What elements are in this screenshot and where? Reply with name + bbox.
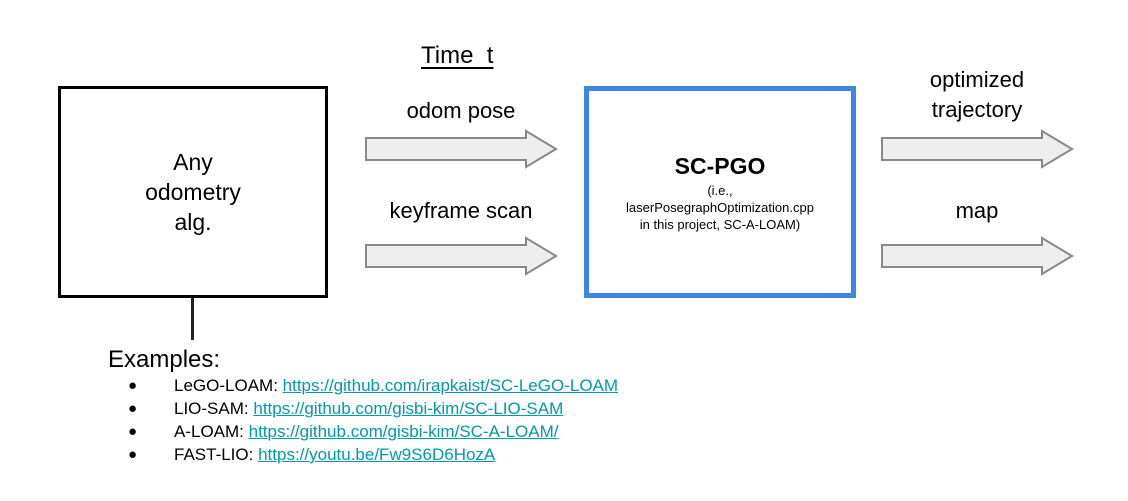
arrow-keyframe-scan — [365, 236, 558, 276]
examples-heading: Examples: — [108, 346, 221, 373]
arrow-label-keyframe-scan: keyframe scan — [389, 198, 533, 223]
bullet-icon: ● — [128, 377, 138, 394]
example-link[interactable]: https://github.com/gisbi-kim/SC-A-LOAM/ — [248, 422, 559, 441]
arrow-odom-pose — [365, 129, 558, 169]
list-item: ● LIO-SAM: https://github.com/gisbi-kim/S… — [128, 397, 618, 420]
arrow-map — [881, 236, 1074, 276]
list-item: ● A-LOAM: https://github.com/gisbi-kim/SC… — [128, 420, 618, 443]
example-link[interactable]: https://youtu.be/Fw9S6D6HozA — [258, 445, 496, 464]
connector-line — [191, 298, 194, 340]
arrow-group-optimized-trajectory: optimized trajectory — [880, 65, 1074, 169]
sc-pgo-box: SC-PGO (i.e., laserPosegraphOptimization… — [584, 86, 856, 298]
example-label: LeGO-LOAM: — [174, 376, 283, 395]
example-link[interactable]: https://github.com/irapkaist/SC-LeGO-LOA… — [282, 376, 619, 395]
sc-pgo-title: SC-PGO — [674, 152, 766, 179]
odometry-box-label: Any odometry alg. — [145, 149, 241, 235]
bullet-icon: ● — [128, 400, 138, 417]
arrow-group-keyframe-scan: keyframe scan — [364, 196, 558, 276]
bullet-icon: ● — [128, 446, 138, 463]
arrow-optimized-trajectory — [881, 129, 1074, 169]
example-label: A-LOAM: — [174, 422, 249, 441]
example-label: FAST-LIO: — [174, 445, 259, 464]
page-title: Time t — [421, 42, 494, 69]
example-label: LIO-SAM: — [174, 399, 254, 418]
arrow-label-map: map — [955, 198, 999, 223]
bullet-icon: ● — [128, 423, 138, 440]
arrow-label-optimized-trajectory: optimized trajectory — [929, 67, 1025, 122]
arrow-group-odom-pose: odom pose — [364, 96, 558, 169]
example-link[interactable]: https://github.com/gisbi-kim/SC-LIO-SAM — [253, 399, 564, 418]
list-item: ● FAST-LIO: https://youtu.be/Fw9S6D6HozA — [128, 443, 618, 466]
arrow-label-odom-pose: odom pose — [406, 98, 516, 123]
list-item: ● LeGO-LOAM: https://github.com/irapkaist… — [128, 374, 618, 397]
odometry-box: Any odometry alg. — [58, 86, 328, 298]
sc-pgo-subtitle: (i.e., laserPosegraphOptimization.cpp in… — [626, 182, 814, 232]
examples-list: ● LeGO-LOAM: https://github.com/irapkaist… — [128, 374, 618, 466]
arrow-group-map: map — [880, 196, 1074, 276]
